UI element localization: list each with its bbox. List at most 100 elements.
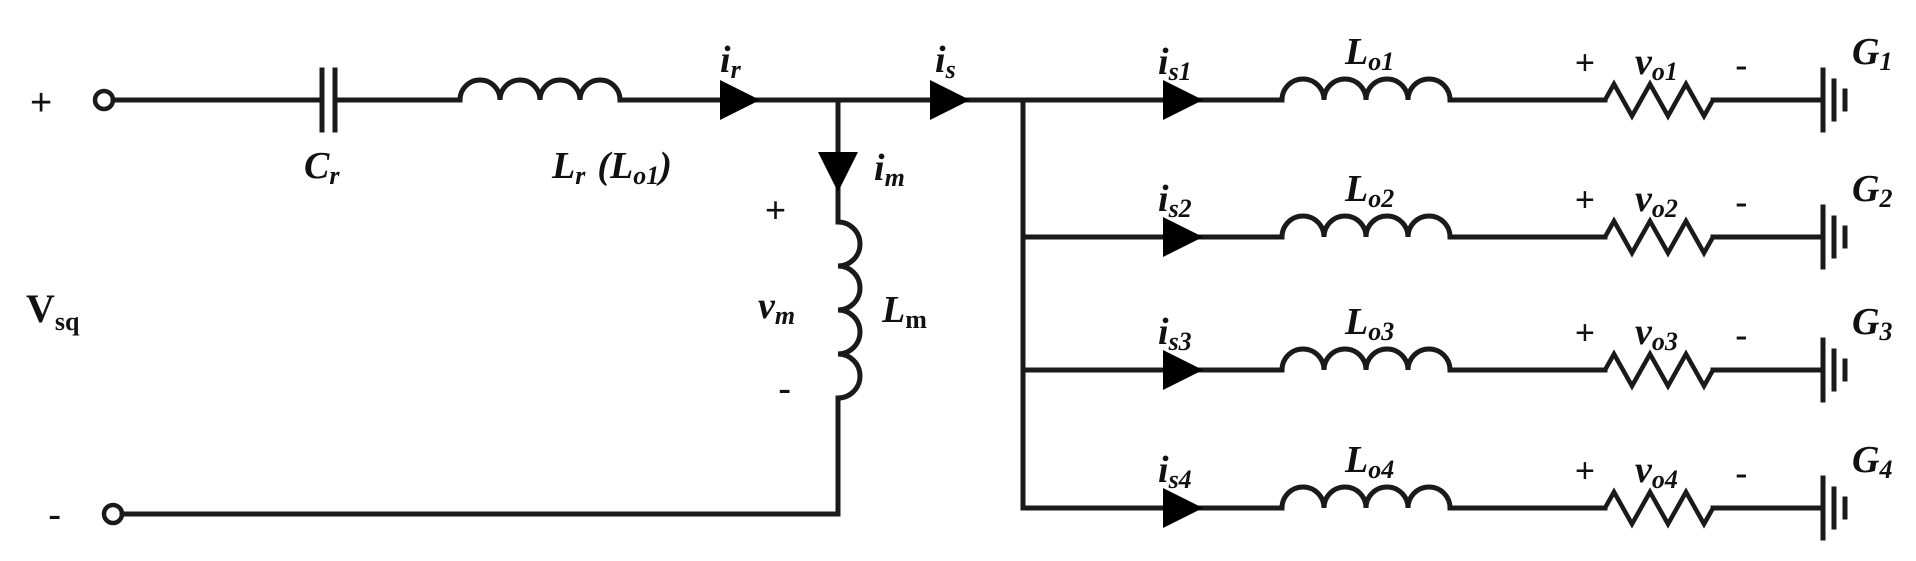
branch-2-inductor-label-symbol: L bbox=[1344, 168, 1368, 210]
branch-3-resistor bbox=[1603, 349, 1715, 391]
branch-1-inductor-label: Lo1 bbox=[1344, 31, 1394, 76]
lm-label: Lm bbox=[881, 289, 927, 334]
lm-subscript: m bbox=[905, 305, 927, 334]
source-voltage-label: Vsq bbox=[26, 286, 80, 336]
branch-4-ground-label: G4 bbox=[1852, 439, 1892, 484]
im-subscript: m bbox=[885, 163, 905, 192]
branch-2-ground-label: G2 bbox=[1852, 168, 1892, 213]
branch-3-current-label-subscript: s3 bbox=[1168, 327, 1192, 356]
branch-3-current-arrow bbox=[1163, 350, 1203, 390]
source-minus-sign: - bbox=[48, 493, 61, 537]
branch-4-current-label-subscript: s4 bbox=[1168, 465, 1192, 494]
branch-4-voltage-label: vo4 bbox=[1635, 449, 1678, 494]
is-arrow bbox=[930, 80, 970, 120]
vm-subscript: m bbox=[775, 301, 795, 330]
branch-1-current-label-subscript: s1 bbox=[1168, 57, 1192, 86]
branch-4-ground-label-symbol: G bbox=[1852, 439, 1880, 481]
capacitor-label: Cr bbox=[304, 145, 340, 190]
capacitor-subscript: r bbox=[329, 161, 340, 190]
branch-3-inductor bbox=[1279, 346, 1453, 373]
branch-2-ground-label-symbol: G bbox=[1852, 168, 1880, 210]
branch-1-voltage-label: vo1 bbox=[1635, 41, 1678, 86]
branch-3-inductor-label-symbol: L bbox=[1344, 301, 1368, 343]
branch-3-inductor-label: Lo3 bbox=[1344, 301, 1394, 346]
im-label: im bbox=[874, 147, 905, 192]
branch-2-current-label-symbol: i bbox=[1158, 178, 1169, 220]
vm-plus-sign: + bbox=[765, 189, 786, 230]
branch-3-inductor-label-subscript: o3 bbox=[1368, 317, 1394, 346]
output-branch-4: is4 Lo4 + - vo4 G4 bbox=[1020, 439, 1892, 541]
branch-4-voltage-label-subscript: o4 bbox=[1652, 465, 1678, 494]
branch-1-inductor bbox=[1279, 76, 1453, 103]
branch-1-voltage-label-subscript: o1 bbox=[1652, 57, 1678, 86]
vm-label: vm bbox=[758, 285, 795, 330]
im-arrow bbox=[818, 152, 858, 192]
branch-4-inductor bbox=[1279, 484, 1453, 511]
source-positive-terminal bbox=[92, 88, 116, 112]
branch-3-minus-sign: - bbox=[1735, 315, 1748, 357]
resonant-inductor bbox=[457, 77, 623, 103]
output-branch-1: is1 Lo1 + - vo1 G1 bbox=[1020, 31, 1892, 133]
branch-3-current-label: is3 bbox=[1158, 311, 1192, 356]
resonant-inductor-label: Lr (Lo1) bbox=[551, 145, 672, 190]
branch-3-ground-label: G3 bbox=[1852, 301, 1892, 346]
branch-3-ground-label-symbol: G bbox=[1852, 301, 1880, 343]
branch-4-plus-sign: + bbox=[1575, 452, 1595, 490]
branch-4-inductor-label-symbol: L bbox=[1344, 439, 1368, 481]
source-section: + - Vsq bbox=[26, 82, 125, 537]
branch-2-voltage-label-subscript: o2 bbox=[1652, 194, 1678, 223]
source-plus-sign: + bbox=[30, 82, 52, 124]
branch-3-voltage-label: vo3 bbox=[1635, 311, 1678, 356]
branch-2-minus-sign: - bbox=[1735, 182, 1748, 224]
capacitor-symbol: C bbox=[304, 145, 330, 187]
lr-symbol: L bbox=[551, 145, 575, 187]
branch-3-ground-label-subscript: 3 bbox=[1878, 317, 1892, 346]
branch-4-minus-sign: - bbox=[1735, 453, 1748, 495]
branch-1-ground-label-subscript: 1 bbox=[1879, 47, 1892, 76]
branch-1-current-arrow bbox=[1163, 80, 1203, 120]
branch-1-minus-sign: - bbox=[1735, 45, 1748, 87]
branch-1-resistor bbox=[1603, 79, 1715, 121]
branch-2-plus-sign: + bbox=[1575, 181, 1595, 219]
branch-4-current-arrow bbox=[1163, 488, 1203, 528]
branch-2-current-label-subscript: s2 bbox=[1168, 194, 1192, 223]
branch-4-current-label: is4 bbox=[1158, 449, 1192, 494]
branch-2-inductor-label-subscript: o2 bbox=[1368, 184, 1394, 213]
branch-2-voltage-label-symbol: v bbox=[1635, 178, 1653, 220]
branch-3-voltage-label-symbol: v bbox=[1635, 311, 1653, 353]
branch-2-voltage-label: vo2 bbox=[1635, 178, 1678, 223]
branch-2-resistor bbox=[1603, 216, 1715, 258]
branch-4-ground-label-subscript: 4 bbox=[1878, 455, 1892, 484]
branch-2-inductor bbox=[1279, 213, 1453, 240]
magnetizing-inductor bbox=[835, 219, 863, 401]
is-symbol: i bbox=[935, 39, 946, 81]
lr-paren-subscript: o1 bbox=[633, 161, 659, 190]
branch-1-inductor-label-symbol: L bbox=[1344, 31, 1368, 73]
branch-2-ground-label-subscript: 2 bbox=[1878, 184, 1892, 213]
branch-3-current-label-symbol: i bbox=[1158, 311, 1169, 353]
branch-1-ground-label: G1 bbox=[1852, 31, 1892, 76]
lr-paren-close: ) bbox=[656, 145, 672, 187]
lm-symbol: L bbox=[881, 289, 905, 331]
branch-4-resistor bbox=[1603, 487, 1715, 529]
ir-symbol: i bbox=[720, 39, 731, 81]
lr-paren-open: (L bbox=[597, 145, 633, 187]
branch-4-inductor-label-subscript: o4 bbox=[1368, 455, 1394, 484]
branch-1-current-label: is1 bbox=[1158, 41, 1192, 86]
lr-subscript: r bbox=[575, 161, 586, 190]
branch-1-ground-label-symbol: G bbox=[1852, 31, 1880, 73]
branch-2-current-label: is2 bbox=[1158, 178, 1192, 223]
branch-4-current-label-symbol: i bbox=[1158, 449, 1169, 491]
branch-1-current-label-symbol: i bbox=[1158, 41, 1169, 83]
source-negative-terminal bbox=[101, 502, 125, 526]
branch-2-inductor-label: Lo2 bbox=[1344, 168, 1394, 213]
is-label: is bbox=[935, 39, 956, 84]
branch-3-voltage-label-subscript: o3 bbox=[1652, 327, 1678, 356]
branch-1-plus-sign: + bbox=[1575, 44, 1595, 82]
branch-1-inductor-label-subscript: o1 bbox=[1368, 47, 1394, 76]
im-symbol: i bbox=[874, 147, 885, 189]
source-voltage-symbol: V bbox=[26, 286, 55, 331]
branch-3-plus-sign: + bbox=[1575, 314, 1595, 352]
